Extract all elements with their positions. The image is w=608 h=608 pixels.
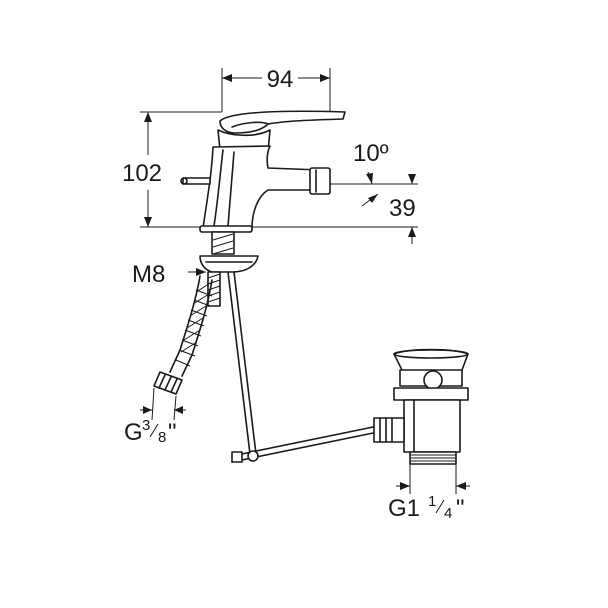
pop-up-rod [227, 271, 379, 463]
hose-thread-denominator: 8 [158, 429, 166, 446]
waste-thread-numerator: 1 [428, 493, 436, 510]
spout-angle-label: 10º [353, 140, 389, 167]
mounting-stud: M8 [132, 231, 259, 307]
dimension-height: 102 [122, 111, 222, 228]
waste-thread-unit: " [456, 495, 465, 522]
dimension-spout-angle: 10º [330, 140, 418, 185]
waste-thread-denominator: 4 [444, 505, 452, 522]
hose-thread-numerator: 3 [142, 417, 150, 434]
hose-thread-unit: " [168, 419, 177, 446]
dimension-height-label: 102 [122, 160, 162, 187]
dimension-width: 94 [221, 66, 331, 112]
waste-thread-prefix: G1 [388, 495, 420, 522]
waste-valve: G1 1 4 " [373, 348, 470, 522]
dimension-width-label: 94 [267, 66, 294, 93]
mixer-body [180, 110, 346, 233]
flexible-hose: G 3 8 " [124, 275, 213, 446]
spout-height-label: 39 [389, 195, 416, 222]
stud-thread-label: M8 [132, 261, 165, 288]
hose-thread-prefix: G [124, 419, 143, 446]
dimension-spout-height: 39 [250, 174, 418, 244]
